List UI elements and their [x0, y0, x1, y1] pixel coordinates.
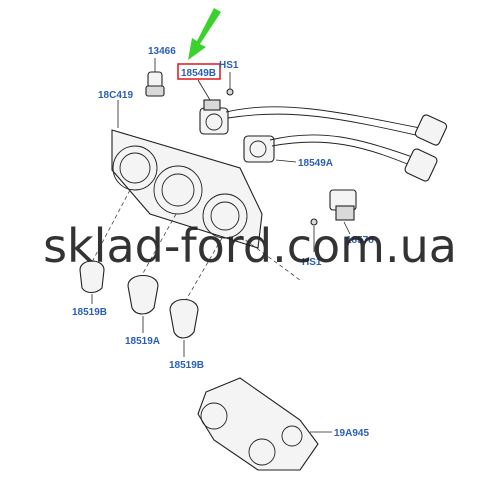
label-18519b-right: 18519B [169, 360, 204, 371]
wiring-harness [225, 106, 448, 182]
label-hs1-bottom: HS1 [302, 257, 322, 268]
label-18519a: 18519A [125, 336, 160, 347]
label-19a945: 19A945 [334, 428, 369, 439]
switch-18578 [329, 189, 357, 235]
knob-18519b-right [169, 298, 199, 357]
module-19a945 [197, 377, 332, 471]
highlight-box [177, 63, 221, 80]
label-18c419: 18C419 [98, 90, 133, 101]
projection-lines [91, 189, 301, 301]
knob-18519a [127, 274, 159, 333]
label-18519b-left: 18519B [72, 307, 107, 318]
watermark: sklad-ford.com.ua [43, 219, 457, 273]
bulb-13466 [145, 58, 165, 97]
label-18578: 18578 [346, 235, 374, 246]
pointer-arrow [188, 8, 221, 60]
blower-switch-18549b [197, 79, 229, 135]
label-18549a: 18549A [298, 158, 333, 169]
switch-18549a [243, 135, 297, 163]
control-panel-18c419 [111, 100, 263, 249]
label-hs1-top: HS1 [219, 60, 239, 71]
knob-18519b-left [79, 260, 105, 304]
label-18549b: 18549B [181, 68, 216, 79]
screw-hs1-bottom [310, 218, 318, 252]
screw-hs1-top [226, 72, 234, 96]
label-13466: 13466 [148, 46, 176, 57]
